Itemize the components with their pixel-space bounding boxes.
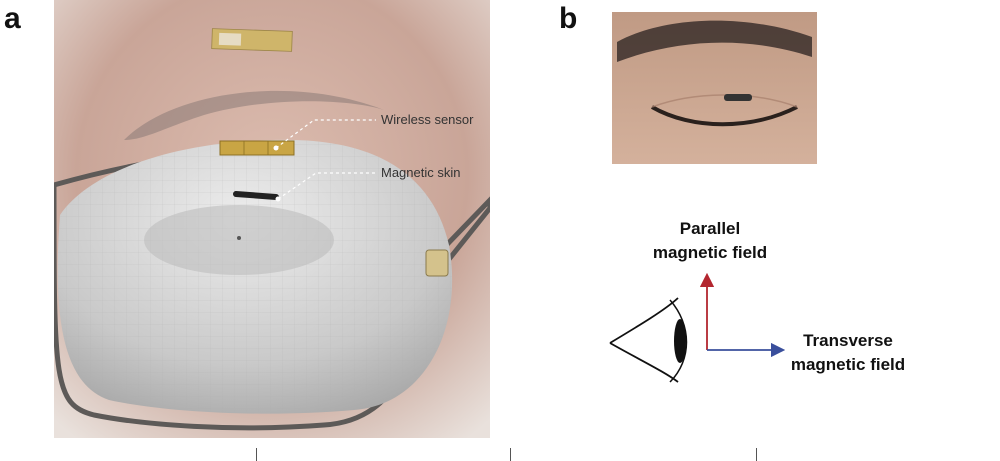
magnetic-skin-callout-line bbox=[277, 172, 376, 200]
eyelid-photo bbox=[612, 12, 817, 164]
transverse-label-line2: magnetic field bbox=[791, 355, 905, 374]
magnetic-skin bbox=[233, 191, 279, 200]
eye-field-diagram: Parallel magnetic field Transverse magne… bbox=[609, 219, 905, 383]
eyebrow bbox=[124, 90, 384, 140]
panel-letter-b: b bbox=[559, 2, 578, 35]
magnetic-skin-photo bbox=[724, 94, 752, 101]
magnetic-skin-label: Magnetic skin bbox=[381, 165, 460, 180]
wireless-sensor bbox=[219, 140, 295, 156]
eyebrow-photo bbox=[617, 20, 812, 63]
eyelash-line bbox=[651, 105, 798, 127]
eye-side-view-icon bbox=[609, 297, 688, 383]
bottom-tick-3 bbox=[756, 448, 757, 461]
wireless-sensor-label: Wireless sensor bbox=[381, 112, 474, 127]
face-illustration: Wireless sensor Magnetic skin bbox=[54, 0, 490, 438]
panel-letter-a: a bbox=[4, 2, 21, 35]
parallel-label-line1: Parallel bbox=[680, 219, 741, 238]
transverse-label-line1: Transverse bbox=[803, 331, 893, 350]
glasses-hinge bbox=[425, 249, 449, 277]
bottom-tick-1 bbox=[256, 448, 257, 461]
parallel-label-line2: magnetic field bbox=[653, 243, 767, 262]
bottom-tick-2 bbox=[510, 448, 511, 461]
